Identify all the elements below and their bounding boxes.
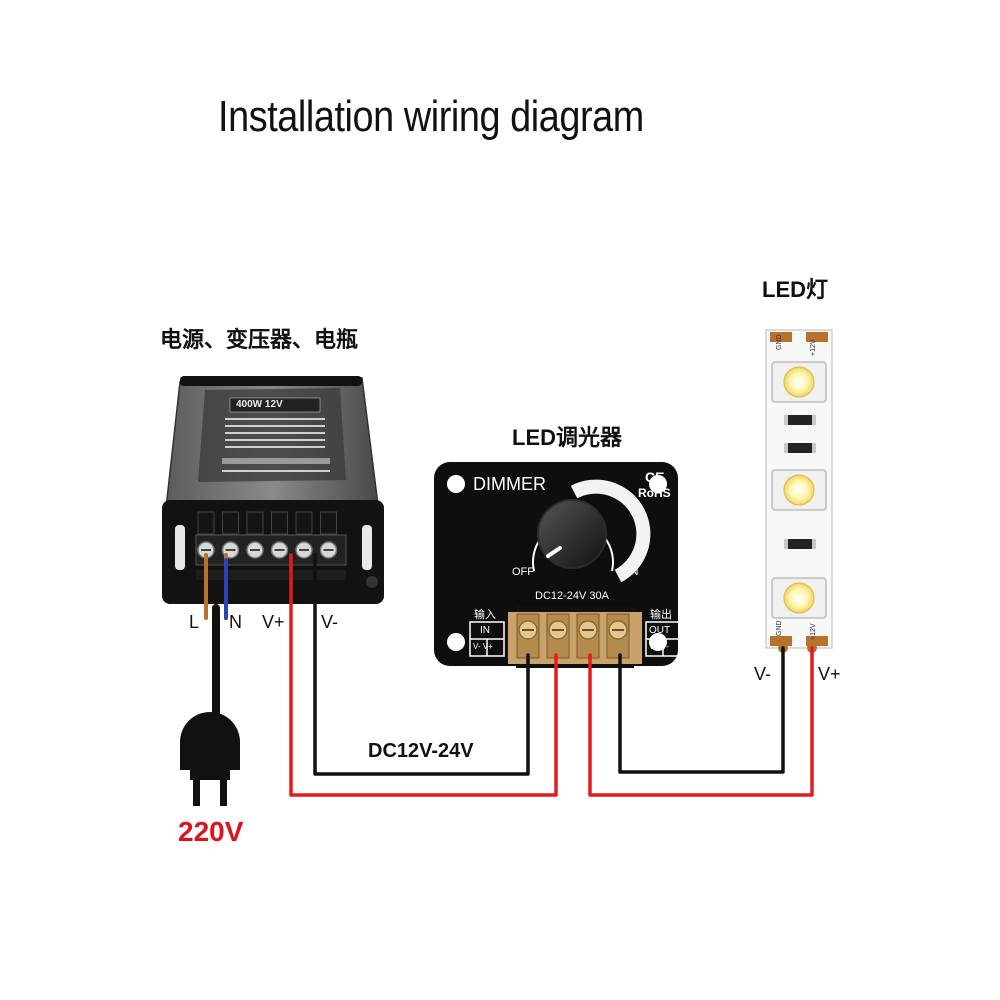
black-wire-supply-to-dimmer: [313, 553, 530, 776]
strip-pad-gnd-bottom: GND: [776, 620, 783, 636]
ce-mark: CE: [645, 469, 665, 485]
dimmer-output-box: OUT: [649, 625, 671, 636]
strip-pad-plus-bottom: +12V: [810, 623, 817, 640]
terminal-v-minus: V-: [321, 612, 339, 632]
terminal-l: L: [189, 612, 200, 632]
terminal-n: N: [229, 612, 242, 632]
led-strip-label: LED灯: [762, 277, 829, 302]
strip-terminal-v-minus: V-: [754, 664, 772, 684]
dimmer-brand: DIMMER: [473, 474, 546, 494]
led-strip: [765, 329, 833, 653]
strip-pad-plus-top: +12V: [810, 339, 817, 356]
dimmer-off-label: OFF: [512, 566, 534, 578]
red-wire-dimmer-to-strip: [588, 646, 814, 797]
dimmer-on-label: ON: [622, 566, 639, 578]
wires: [204, 553, 814, 797]
wire-voltage-label: DC12V-24V: [368, 740, 474, 762]
dimmer-label: LED调光器: [512, 425, 623, 450]
led-chip: [783, 474, 815, 506]
diagram-title: Installation wiring diagram: [218, 92, 644, 141]
black-wire-dimmer-to-strip: [618, 646, 785, 774]
strip-terminal-v-plus: V+: [818, 664, 841, 684]
led-chip: [783, 366, 815, 398]
dimmer-terminal-screws: [516, 613, 630, 659]
led-resistors: [784, 415, 816, 549]
dimmer-input-box: IN: [480, 625, 490, 636]
strip-pad-gnd-top: GND: [776, 334, 783, 350]
dimmer-unit: [434, 462, 681, 668]
rohs-mark: RoHS: [638, 486, 671, 500]
dimmer-input-polarity: V- V+: [473, 642, 493, 651]
power-supply-model: 400W 12V: [236, 399, 283, 410]
led-chip: [783, 582, 815, 614]
red-wire-supply-to-dimmer: [289, 553, 558, 797]
led-chips: [771, 361, 827, 619]
plug-icon: [180, 700, 240, 806]
dimmer-input-title: 输入: [474, 609, 496, 621]
power-supply-label: 电源、变压器、电瓶: [160, 327, 359, 352]
power-supply: [162, 376, 384, 604]
dimmer-output-polarity: V+ V-: [649, 642, 669, 651]
dimmer-rating: DC12-24V 30A: [535, 590, 609, 602]
mains-voltage-label: 220V: [178, 816, 244, 847]
terminal-v-plus: V+: [262, 612, 285, 632]
dimmer-output-title: 输出: [650, 609, 672, 621]
